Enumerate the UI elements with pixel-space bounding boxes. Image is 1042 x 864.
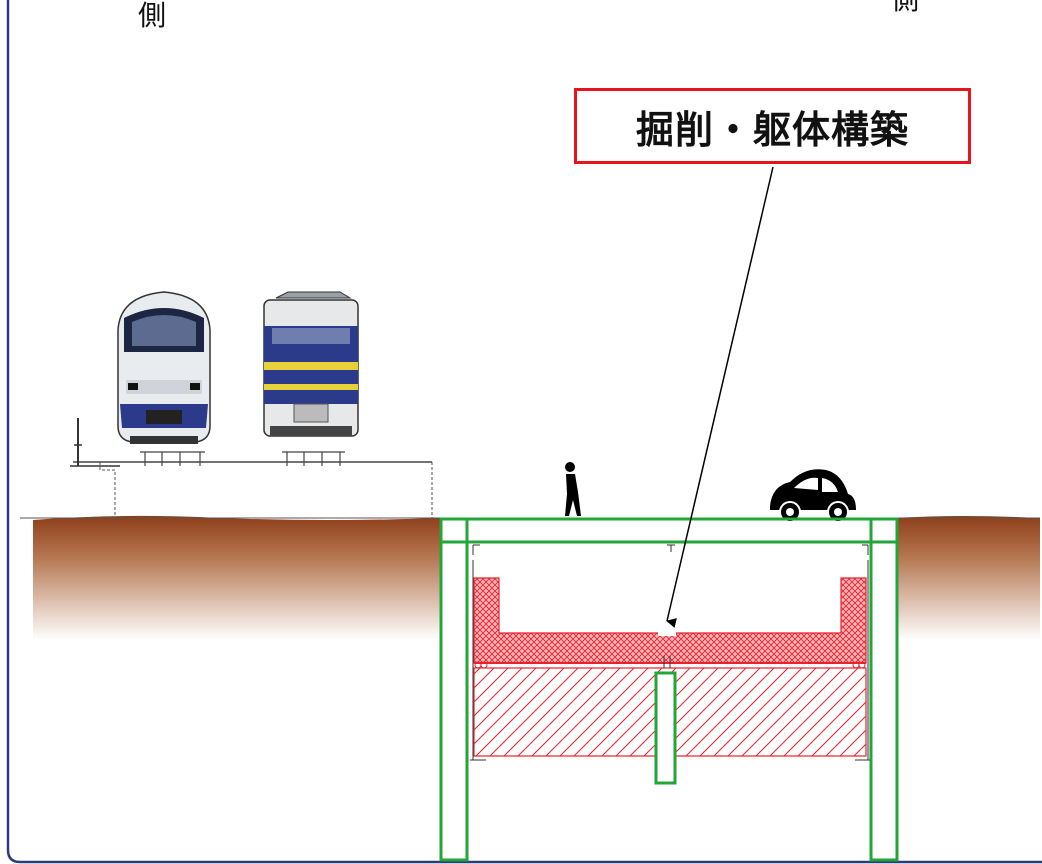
locomotive-icon — [263, 291, 359, 437]
callout-arrow — [666, 166, 774, 628]
strut-beam — [439, 517, 899, 544]
ground-right — [897, 516, 1040, 640]
retaining-wall-right — [869, 517, 899, 862]
callout-text: 掘削・躯体構築 — [635, 107, 909, 152]
excavation-pit — [439, 517, 899, 862]
ground-left — [20, 515, 440, 640]
pedestrian-icon — [565, 462, 581, 516]
page-border — [6, 0, 1042, 864]
side-label-right: 側 — [891, 0, 919, 14]
train-icon — [117, 291, 211, 444]
side-label-left: 側 — [138, 0, 167, 32]
center-pile — [654, 671, 677, 785]
retaining-wall-left — [439, 517, 469, 862]
callout-box: 掘削・躯体構築 — [574, 88, 971, 164]
railway-platform — [70, 418, 433, 520]
car-icon — [770, 469, 856, 523]
